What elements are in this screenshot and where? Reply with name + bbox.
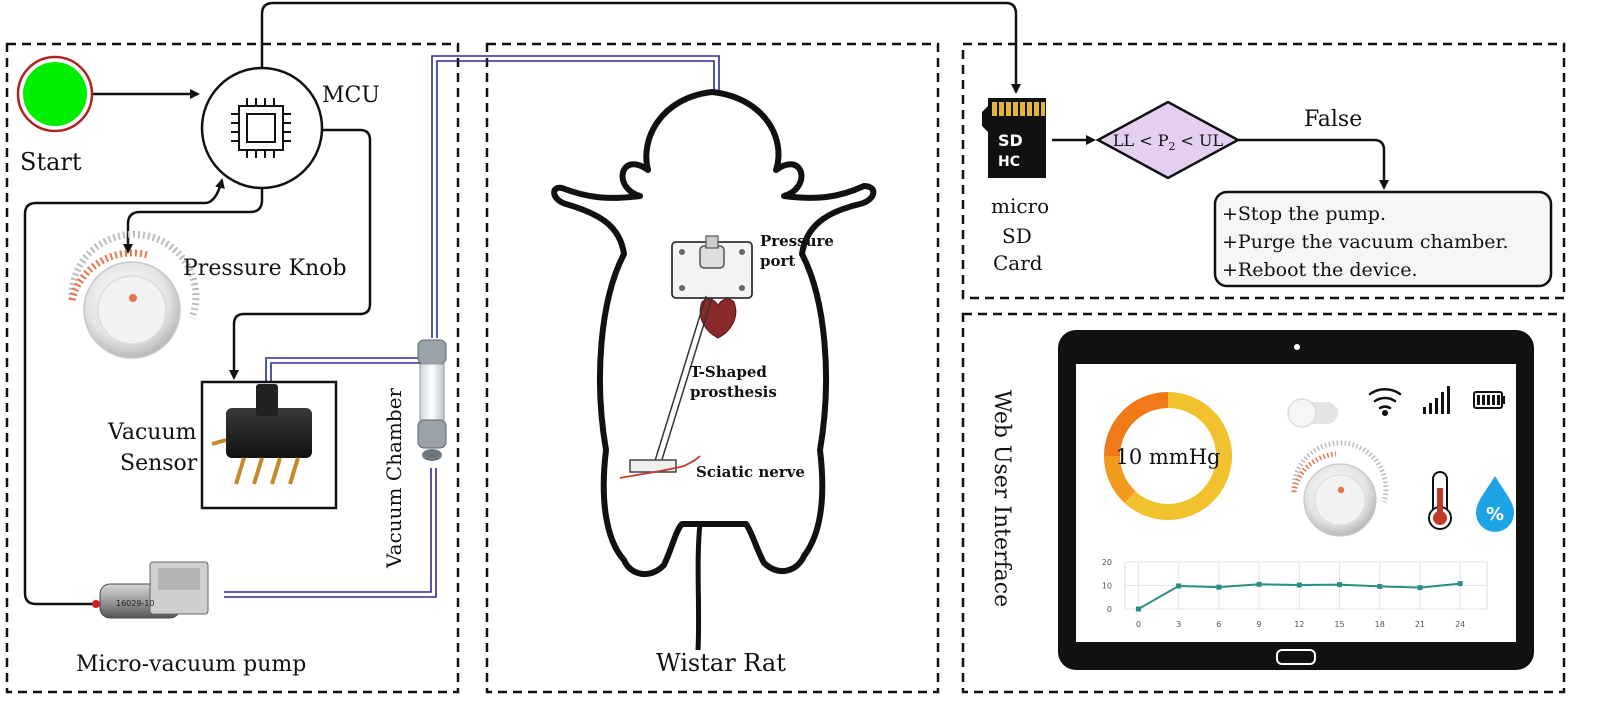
micro-vacuum-pump-icon: 16029-10 bbox=[92, 561, 209, 619]
panel-sd-logic bbox=[961, 42, 1566, 300]
chart-x-tick-label: 12 bbox=[1294, 620, 1304, 629]
chart-point bbox=[1377, 583, 1383, 589]
battery-icon bbox=[1473, 391, 1505, 409]
sd-card-icon: SD HC bbox=[982, 98, 1046, 178]
pressure-gauge: 10 mmHg bbox=[1104, 392, 1232, 520]
sd-label-2: SD bbox=[1002, 224, 1032, 248]
chart-x-tick-label: 18 bbox=[1375, 620, 1385, 629]
t-shaped-prosthesis bbox=[629, 295, 713, 473]
pump-to-mcu-arrow bbox=[23, 178, 225, 606]
vacuum-chamber-icon bbox=[417, 339, 447, 461]
chart-point bbox=[1337, 582, 1343, 588]
action-item-2: +Purge the vacuum chamber. bbox=[1222, 231, 1509, 253]
chart-x-tick-label: 9 bbox=[1257, 620, 1262, 629]
chart-x-tick-label: 0 bbox=[1136, 620, 1141, 629]
panel-hardware bbox=[5, 42, 460, 694]
pump-marking: 16029-10 bbox=[116, 599, 155, 608]
vacuum-sensor-label-1: Vacuum bbox=[107, 420, 197, 445]
prosthesis-label-2: prosthesis bbox=[690, 383, 777, 401]
pressure-knob-icon bbox=[68, 230, 200, 359]
chart-y-ticks: 0 10 20 bbox=[1102, 558, 1112, 614]
chart-point bbox=[1457, 581, 1463, 587]
chart-x-tick-label: 6 bbox=[1216, 620, 1221, 629]
chart-x-ticks: 0 3 6 9 12 15 18 21 24 bbox=[1136, 620, 1465, 629]
thermometer-icon bbox=[1428, 471, 1452, 530]
sciatic-nerve-line bbox=[619, 455, 701, 479]
chart-x-tick-label: 3 bbox=[1176, 620, 1181, 629]
actions-box: +Stop the pump. +Purge the vacuum chambe… bbox=[1213, 190, 1553, 288]
sd-label-3: Card bbox=[993, 251, 1043, 275]
rat-tail bbox=[695, 523, 703, 651]
prosthesis-label-1: T-Shaped bbox=[690, 363, 767, 381]
power-toggle[interactable] bbox=[1287, 398, 1338, 428]
mcu-to-knob-arrow bbox=[123, 184, 264, 254]
vacuum-sensor-box bbox=[200, 380, 338, 510]
panel-rat bbox=[485, 42, 940, 694]
action-item-1: +Stop the pump. bbox=[1222, 203, 1386, 225]
start-node bbox=[16, 55, 94, 133]
humidity-drop-icon: % bbox=[1476, 476, 1514, 532]
chart-y-tick-label: 0 bbox=[1107, 605, 1112, 614]
svg-text:LL < P2 < UL: LL < P2 < UL bbox=[1113, 131, 1224, 153]
tablet-knob-icon[interactable] bbox=[1291, 440, 1389, 537]
mcu-node bbox=[200, 66, 324, 190]
chip-icon bbox=[231, 98, 291, 158]
mcu-label: MCU bbox=[322, 83, 380, 108]
false-label: False bbox=[1304, 107, 1362, 132]
wifi-icon bbox=[1368, 387, 1402, 417]
web-ui-label: Web User Interface bbox=[989, 390, 1014, 607]
chart-point bbox=[1216, 584, 1222, 590]
vacuum-chamber-label: Vacuum Chamber bbox=[382, 387, 406, 569]
pressure-port-label-2: port bbox=[760, 252, 795, 270]
micro-vacuum-pump-label: Micro-vacuum pump bbox=[76, 652, 306, 677]
signal-icon bbox=[1423, 386, 1450, 414]
condition-right-text: < UL bbox=[1175, 131, 1223, 150]
chart-x-tick-label: 15 bbox=[1334, 620, 1344, 629]
gauge-value: 10 mmHg bbox=[1116, 445, 1221, 469]
pressure-knob-label: Pressure Knob bbox=[183, 256, 347, 281]
sd-logo-top: SD bbox=[998, 131, 1023, 150]
wistar-rat-label: Wistar Rat bbox=[656, 649, 786, 677]
svg-text:%: % bbox=[1486, 504, 1504, 525]
condition-left-text: LL < P bbox=[1113, 131, 1169, 150]
sd-logo-bottom: HC bbox=[998, 154, 1020, 170]
pressure-port-device bbox=[671, 235, 753, 299]
sd-label-1: micro bbox=[991, 194, 1049, 218]
condition-diamond: LL < P2 < UL bbox=[1095, 100, 1241, 180]
condition-sub-text: 2 bbox=[1168, 140, 1175, 153]
chart-point bbox=[1135, 606, 1141, 612]
vacuum-sensor-label-2: Sensor bbox=[120, 451, 198, 476]
chart-points bbox=[1135, 581, 1463, 612]
sciatic-nerve-label: Sciatic nerve bbox=[696, 463, 805, 481]
mcu-to-sd-arrow bbox=[260, 1, 1021, 94]
action-item-3: +Reboot the device. bbox=[1222, 259, 1417, 281]
chart-point bbox=[1176, 583, 1182, 589]
chart-x-tick-label: 21 bbox=[1415, 620, 1425, 629]
mcu-to-sensor-arrow bbox=[229, 128, 372, 380]
pressure-line-chart: 0 10 20 0 3 6 9 12 15 18 21 24 bbox=[1102, 558, 1488, 629]
condition-false-arrow bbox=[1238, 138, 1389, 190]
chart-x-tick-label: 24 bbox=[1455, 620, 1465, 629]
chart-point bbox=[1296, 582, 1302, 588]
chart-y-tick-label: 20 bbox=[1102, 558, 1112, 567]
panel-web-ui bbox=[961, 312, 1566, 694]
start-label: Start bbox=[20, 148, 82, 176]
chart-point bbox=[1417, 585, 1423, 591]
chart-point bbox=[1256, 581, 1262, 587]
chart-y-tick-label: 10 bbox=[1102, 582, 1112, 591]
pressure-port-label-1: Pressure bbox=[760, 232, 834, 250]
